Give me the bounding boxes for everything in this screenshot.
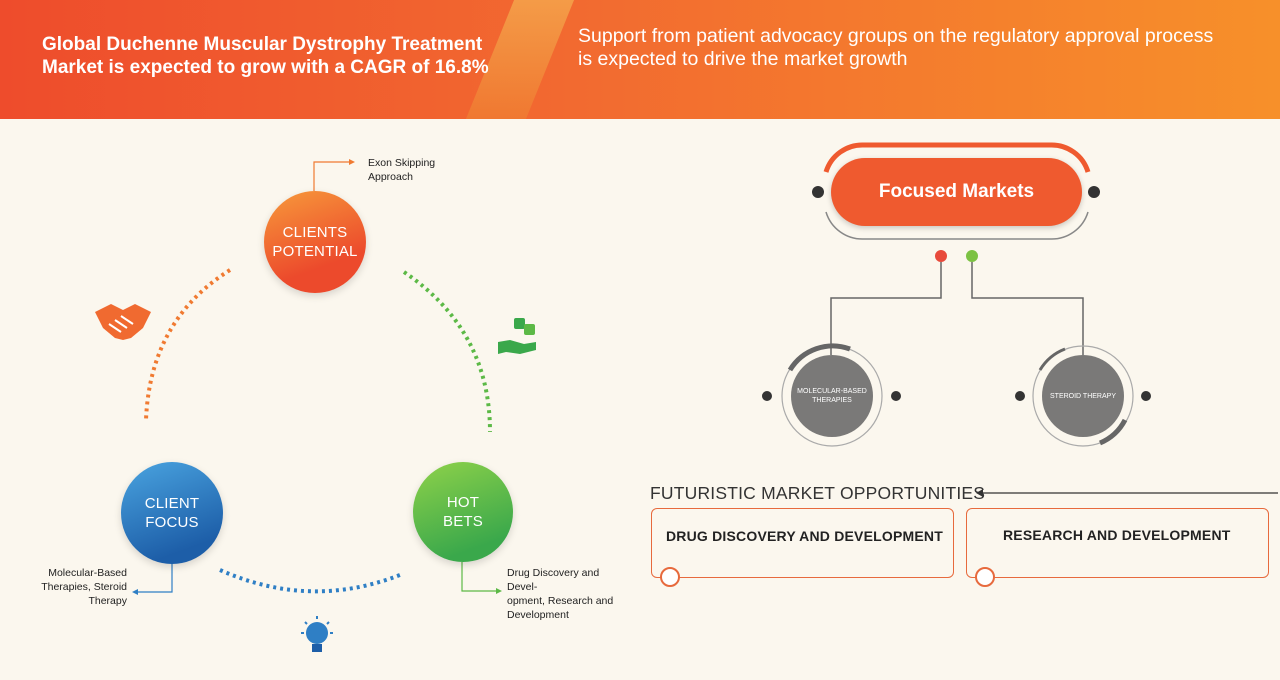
molecular-therapies-circle: MOLECULAR-BASED THERAPIES bbox=[791, 355, 873, 437]
focused-arc-bottom bbox=[825, 211, 1089, 240]
opportunity-box-drug: DRUG DISCOVERY AND DEVELOPMENT bbox=[651, 508, 954, 587]
opportunity-label: RESEARCH AND DEVELOPMENT bbox=[1003, 527, 1231, 543]
drug-note: Drug Discovery and Devel- opment, Resear… bbox=[507, 567, 614, 621]
arc-blue bbox=[219, 568, 401, 594]
header-subtitle: Support from patient advocacy groups on … bbox=[578, 25, 1214, 70]
focus-connector bbox=[137, 564, 173, 593]
dot-green bbox=[966, 250, 978, 262]
header-banner: Global Duchenne Muscular Dystrophy Treat… bbox=[0, 0, 1280, 119]
client-focus-circle: CLIENT FOCUS bbox=[121, 462, 223, 564]
dice-hand-icon bbox=[498, 318, 536, 354]
box-marker bbox=[660, 567, 680, 587]
hot-connector bbox=[461, 562, 497, 592]
handshake-icon bbox=[95, 304, 151, 340]
opportunity-label: DRUG DISCOVERY AND DEVELOPMENT bbox=[666, 528, 943, 544]
arc-green bbox=[402, 270, 492, 433]
lightbulb-icon bbox=[301, 616, 333, 652]
dot-red bbox=[935, 250, 947, 262]
focused-arc-top bbox=[823, 142, 1091, 173]
futuristic-title: FUTURISTIC MARKET OPPORTUNITIES bbox=[650, 483, 986, 503]
arc-orange bbox=[144, 268, 232, 421]
hot-bets-circle: HOT BETS bbox=[413, 462, 513, 562]
box-marker bbox=[975, 567, 995, 587]
focused-markets-pill: Focused Markets bbox=[831, 158, 1082, 226]
exon-connector bbox=[313, 161, 350, 191]
exon-note: Exon Skipping Approach bbox=[368, 157, 436, 183]
steroid-therapy-circle: STEROID THERAPY bbox=[1042, 355, 1124, 437]
molecular-note: Molecular-Based Therapies, Steroid Thera… bbox=[41, 567, 127, 607]
header-title: Global Duchenne Muscular Dystrophy Treat… bbox=[42, 34, 489, 78]
clients-potential-circle: CLIENTS POTENTIAL bbox=[264, 191, 366, 293]
opportunity-box-research: RESEARCH AND DEVELOPMENT bbox=[966, 508, 1269, 587]
